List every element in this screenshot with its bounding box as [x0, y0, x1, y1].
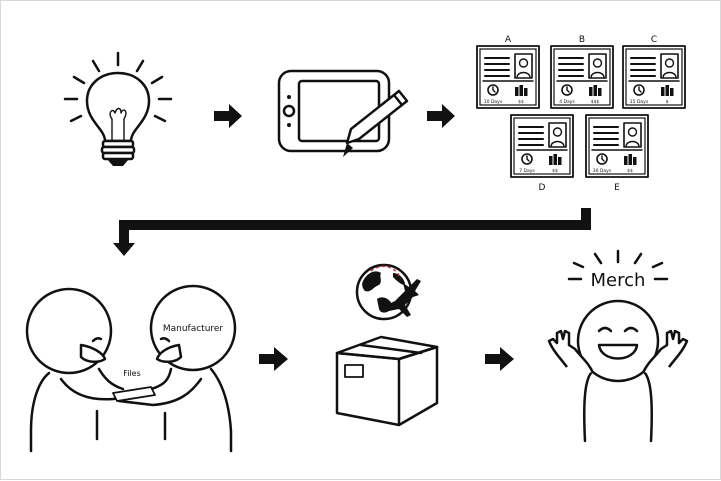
- stylus-pen-icon: [343, 89, 409, 157]
- arrow-right-icon: [214, 104, 242, 128]
- quote-price: $$: [518, 99, 524, 105]
- quote-letter: B: [579, 35, 585, 45]
- quote-price: $$$: [591, 99, 600, 105]
- merch-label-group: Merch: [567, 249, 669, 291]
- quote-card-a: A 10 Days $$: [476, 35, 540, 109]
- quote-duration: 10 Days: [484, 99, 503, 105]
- airplane-icon: [387, 279, 421, 317]
- client-person: [25, 287, 153, 453]
- box-icon: [335, 335, 439, 427]
- quote-card-e: E 30 Days $$: [585, 114, 649, 193]
- quote-price: $$: [627, 168, 633, 174]
- flight-path: [370, 265, 402, 280]
- quote-card-c: C 15 Days $: [622, 35, 686, 109]
- quote-card-d: D 7 Days $$: [510, 114, 574, 193]
- connector-arrow: [113, 208, 591, 256]
- quote-price: $$: [552, 168, 558, 174]
- quote-card-b: B 4 Days $$$: [550, 35, 614, 109]
- lightbulb-icon: [63, 51, 173, 166]
- files-label: Files: [123, 369, 141, 378]
- manufacturer-label: Manufacturer: [163, 324, 224, 334]
- quote-letter: D: [539, 183, 546, 193]
- merch-label: Merch: [591, 270, 646, 291]
- manufacturer-person: Manufacturer: [117, 284, 237, 453]
- quote-price: $: [666, 99, 669, 105]
- quote-duration: 4 Days: [559, 99, 575, 105]
- happy-customer: [547, 299, 689, 443]
- quote-letter: E: [614, 183, 620, 193]
- quote-duration: 15 Days: [630, 99, 649, 105]
- arrow-right-icon: [259, 347, 288, 371]
- quote-duration: 30 Days: [593, 168, 612, 174]
- arrow-right-icon: [427, 104, 455, 128]
- files-document-icon: Files: [112, 369, 156, 402]
- quote-letter: C: [651, 35, 657, 45]
- arrow-right-icon: [485, 347, 514, 371]
- quote-duration: 7 Days: [519, 168, 535, 174]
- quote-letter: A: [505, 35, 512, 45]
